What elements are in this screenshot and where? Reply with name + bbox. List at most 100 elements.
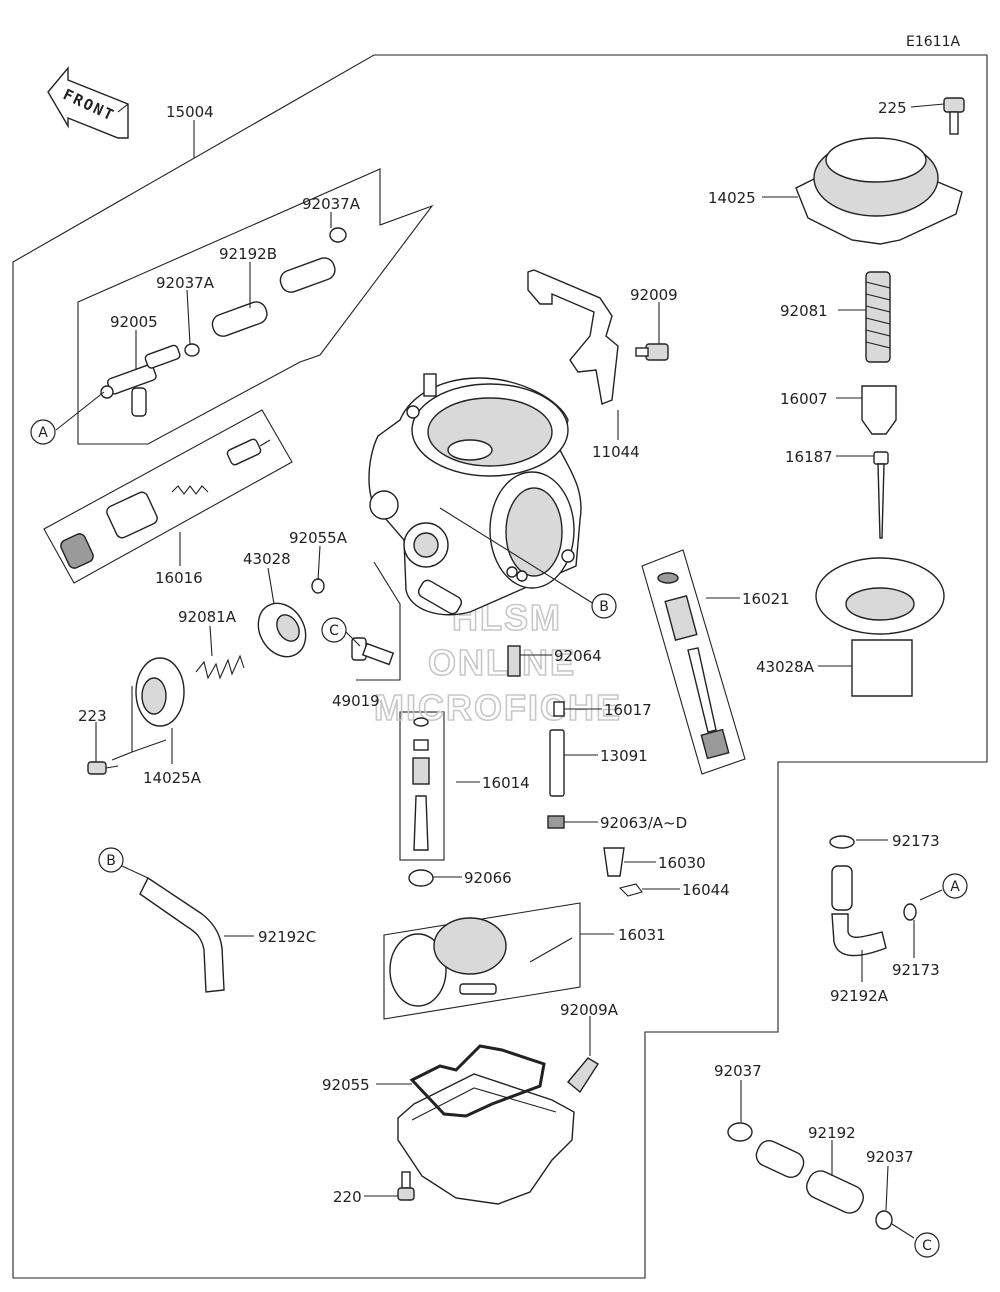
watermark-line-2: ONLINE xyxy=(428,642,576,683)
screw-92009 xyxy=(635,343,669,361)
ref-C-body-label: C xyxy=(329,623,339,639)
needle-jet-13091 xyxy=(549,729,565,797)
callout-13091: 13091 xyxy=(600,747,648,765)
diagram-code: E1611A xyxy=(906,34,960,50)
callout-16014: 16014 xyxy=(482,774,530,792)
bracket-11044 xyxy=(527,269,619,405)
air-screw-set-16016 xyxy=(60,438,271,569)
callout-225: 225 xyxy=(878,99,907,117)
fuel-tee-92005 xyxy=(100,344,181,417)
clip-92173-top xyxy=(829,835,855,849)
callout-92055A: 92055A xyxy=(289,529,348,547)
clip-16044 xyxy=(618,883,643,897)
callout-16030: 16030 xyxy=(658,854,706,872)
clip-92173-bottom xyxy=(903,903,917,921)
assembly-outline xyxy=(12,54,988,1279)
ref-B-body-label: B xyxy=(599,599,609,615)
clip-92037-right xyxy=(875,1210,893,1230)
callout-16021: 16021 xyxy=(742,590,790,608)
diaphragm-43028 xyxy=(257,602,307,658)
callout-92173-top: 92173 xyxy=(892,832,940,850)
subgroup-needlejet-outline xyxy=(399,711,445,861)
callout-16187: 16187 xyxy=(785,448,833,466)
screw-223 xyxy=(87,761,119,775)
callout-92037A-top: 92037A xyxy=(302,195,361,213)
hose-92192A-upper xyxy=(831,865,853,911)
callout-92192B: 92192B xyxy=(219,245,277,263)
washer-16014 xyxy=(413,739,429,751)
callout-92192: 92192 xyxy=(808,1124,856,1142)
oring-92055A xyxy=(311,578,325,594)
ref-A-left: A xyxy=(30,419,56,445)
spring-92081A xyxy=(195,654,245,680)
callout-16016: 16016 xyxy=(155,569,203,587)
callout-92066: 92066 xyxy=(464,869,512,887)
jet-16017 xyxy=(553,701,565,717)
ref-B-hose-label: B xyxy=(106,853,116,869)
hose-92192-b xyxy=(806,1170,864,1214)
screw-220 xyxy=(397,1171,415,1201)
callout-220: 220 xyxy=(333,1188,362,1206)
callout-49019: 49019 xyxy=(332,692,380,710)
callout-14025: 14025 xyxy=(708,189,756,207)
jet-92064 xyxy=(507,645,521,677)
callout-16007: 16007 xyxy=(780,390,828,408)
ref-A-right: A xyxy=(942,873,968,899)
callout-labels: 15004 92037A 92192B 92037A 92005 16016 4… xyxy=(78,99,940,1206)
ref-C-bottom-label: C xyxy=(922,1238,932,1254)
callout-16031: 16031 xyxy=(618,926,666,944)
holder-16007 xyxy=(861,385,897,435)
callout-92173-bottom: 92173 xyxy=(892,961,940,979)
callout-92037-left: 92037 xyxy=(714,1062,762,1080)
carburetor-body xyxy=(368,373,582,616)
callout-92005: 92005 xyxy=(110,313,158,331)
subgroup-throttle-outline xyxy=(383,902,581,1020)
top-cover-14025 xyxy=(795,137,963,245)
screw-16021 xyxy=(700,728,730,760)
callout-92081A: 92081A xyxy=(178,608,237,626)
cover-14025A xyxy=(135,657,185,727)
screw-225 xyxy=(943,97,965,135)
ref-A-left-label: A xyxy=(38,425,48,441)
callout-92009A: 92009A xyxy=(560,1001,619,1019)
callout-92037-right: 92037 xyxy=(866,1148,914,1166)
callout-92192C: 92192C xyxy=(258,928,316,946)
callout-92009: 92009 xyxy=(630,286,678,304)
hose-92192-a xyxy=(755,1139,805,1179)
ref-B-hose: B xyxy=(98,847,124,873)
float-valve-16030 xyxy=(603,847,625,877)
callout-92064: 92064 xyxy=(554,647,602,665)
ref-C-body: C xyxy=(321,617,347,643)
float-bowl xyxy=(397,1073,575,1205)
ref-C-bottom: C xyxy=(914,1232,940,1258)
watermark-line-3: MICROFICHE xyxy=(374,687,622,728)
gasket-92055 xyxy=(409,1044,546,1118)
hose-92192C xyxy=(139,876,225,993)
callout-15004: 15004 xyxy=(166,103,214,121)
callout-92081: 92081 xyxy=(780,302,828,320)
callout-223: 223 xyxy=(78,707,107,725)
callout-92192A: 92192A xyxy=(830,987,889,1005)
ref-A-right-label: A xyxy=(950,879,960,895)
drain-screw-92009A xyxy=(567,1057,599,1094)
clip-92037A-mid xyxy=(184,343,200,357)
spring-92081 xyxy=(865,271,891,363)
subgroup-tee-outline xyxy=(77,168,434,445)
callout-43028: 43028 xyxy=(243,550,291,568)
pilot-screw-49019 xyxy=(351,637,395,666)
front-arrow-icon: FRONT xyxy=(47,66,129,139)
jet-needle-16014 xyxy=(413,795,429,851)
callout-43028A: 43028A xyxy=(756,658,815,676)
callout-16044: 16044 xyxy=(682,881,730,899)
spring-16014 xyxy=(412,757,430,785)
clip-92037A-top xyxy=(329,227,347,243)
main-jet-92063 xyxy=(547,815,565,829)
washer-16021 xyxy=(657,572,679,584)
spring-16021 xyxy=(664,594,698,642)
eclip-16014 xyxy=(413,717,429,727)
plug-92066 xyxy=(408,869,434,887)
callout-16017: 16017 xyxy=(604,701,652,719)
callout-92063: 92063/A~D xyxy=(600,814,687,832)
callout-14025A: 14025A xyxy=(143,769,202,787)
